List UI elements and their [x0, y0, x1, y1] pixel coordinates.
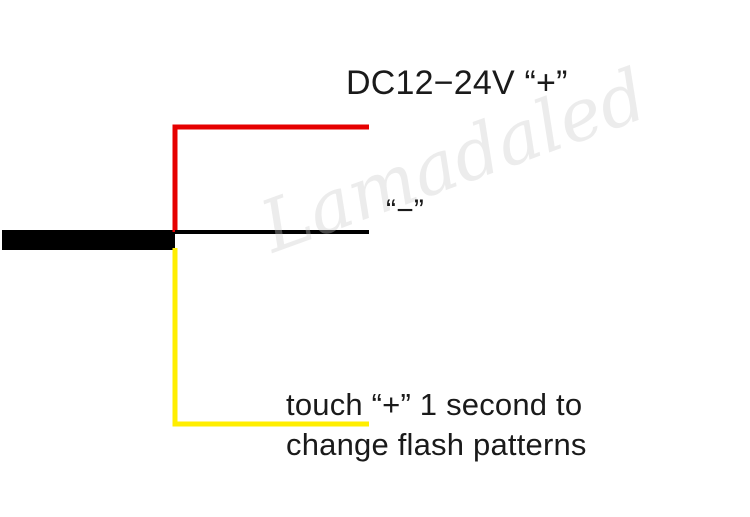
touch-label-line-2: change flash patterns — [286, 427, 587, 462]
positive-wire-label: DC12−24V “+” — [346, 64, 568, 102]
yellow-wire — [172, 248, 369, 427]
red-wire — [172, 124, 369, 232]
negative-wire-label: “−” — [386, 194, 425, 227]
main-cable — [2, 230, 175, 250]
touch-label-line-1: touch “+” 1 second to — [286, 387, 583, 422]
touch-wire-label: touch “+” 1 second to change flash patte… — [286, 385, 587, 465]
